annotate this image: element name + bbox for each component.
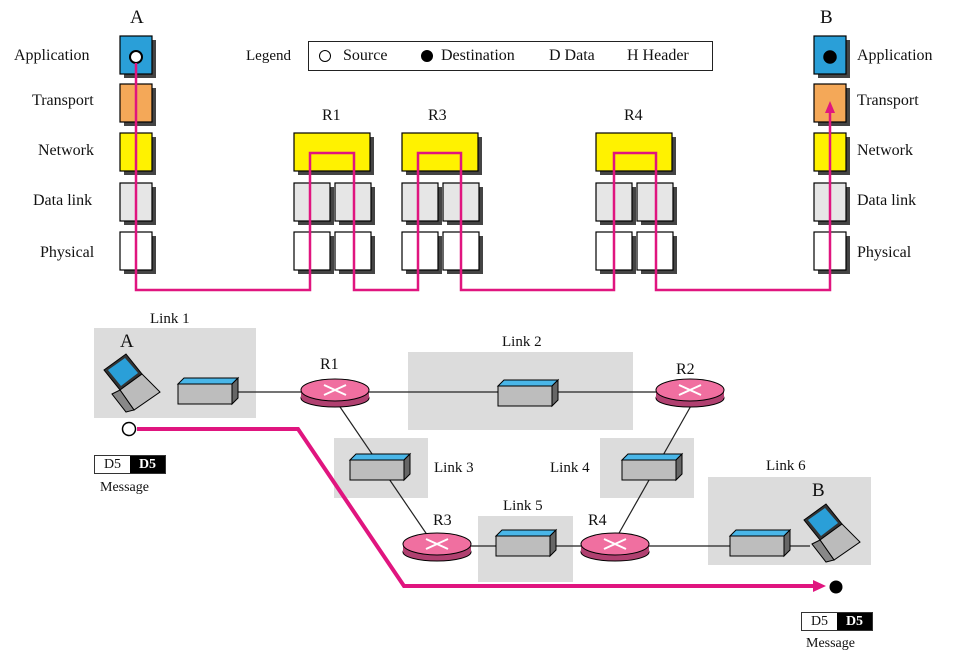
router-r1-icon	[300, 378, 370, 408]
destination-marker-top	[823, 50, 837, 64]
layer-path-top	[134, 63, 832, 292]
link-4-label: Link 4	[550, 460, 590, 476]
source-marker-top	[129, 50, 143, 64]
host-b-stack	[813, 35, 850, 274]
message-box-right: D5 D5	[801, 612, 873, 631]
layer-label-datalink: Data link	[33, 192, 93, 209]
layer-label-datalink-right: Data link	[857, 192, 917, 209]
source-marker-bottom	[121, 421, 137, 437]
message-box-left: D5 D5	[94, 455, 166, 474]
link-2-label: Link 2	[502, 334, 542, 350]
layer-label-transport-right: Transport	[857, 92, 919, 109]
router-r2-icon	[655, 378, 725, 408]
message-header-left: D5	[130, 456, 165, 473]
source-legend-icon	[319, 50, 331, 62]
layer-label-network: Network	[38, 142, 94, 159]
route-path-bottom	[137, 427, 815, 588]
destination-marker-bottom	[829, 580, 843, 594]
node-b-bottom-label: B	[812, 480, 825, 501]
legend-source: Source	[343, 47, 388, 64]
message-header-right: D5	[837, 613, 872, 630]
router-r1-label: R1	[320, 356, 339, 373]
link-3-label: Link 3	[434, 460, 474, 476]
router-r4-top-label: R4	[624, 107, 643, 124]
router-r3-icon	[402, 532, 472, 562]
node-a-top-label: A	[130, 7, 144, 28]
link-1-label: Link 1	[150, 311, 190, 327]
laptop-a-icon	[103, 353, 161, 413]
router-r3-top-label: R3	[428, 107, 447, 124]
switch-icon	[620, 452, 684, 482]
router-r2-label: R2	[676, 361, 695, 378]
laptop-b-icon	[803, 503, 861, 563]
legend-title: Legend	[246, 48, 291, 64]
layer-label-physical-right: Physical	[857, 244, 912, 261]
destination-legend-icon	[421, 50, 433, 62]
message-data-right: D5	[810, 614, 829, 629]
arrowhead-bottom	[813, 580, 826, 592]
layer-label-application: Application	[14, 47, 90, 64]
node-a-bottom-label: A	[120, 331, 134, 352]
switch-icon	[494, 528, 558, 558]
message-data-left: D5	[103, 457, 122, 472]
layer-label-application-right: Application	[857, 47, 933, 64]
legend-data: D Data	[549, 47, 595, 64]
node-b-top-label: B	[820, 7, 833, 28]
message-caption-right: Message	[806, 636, 855, 651]
switch-icon	[728, 528, 792, 558]
link-6-label: Link 6	[766, 458, 806, 474]
layer-label-transport: Transport	[32, 92, 94, 109]
host-a-stack	[119, 35, 156, 274]
legend-header: H Header	[627, 47, 689, 64]
router-r1-top-label: R1	[322, 107, 341, 124]
router-r4-label: R4	[588, 512, 607, 529]
layer-label-network-right: Network	[857, 142, 913, 159]
arrowhead-top	[825, 101, 835, 113]
message-caption-left: Message	[100, 480, 149, 495]
router-r4-icon	[580, 532, 650, 562]
switch-icon	[496, 378, 560, 408]
router-r3-label: R3	[433, 512, 452, 529]
legend-destination: Destination	[441, 47, 515, 64]
switch-icon	[348, 452, 412, 482]
router-r1-stack	[293, 132, 375, 274]
router-r4-stack	[595, 132, 677, 274]
legend-box: Source Destination D Data H Header	[308, 41, 713, 71]
switch-icon	[176, 376, 240, 406]
layer-label-physical: Physical	[40, 244, 95, 261]
link-5-label: Link 5	[503, 498, 543, 514]
